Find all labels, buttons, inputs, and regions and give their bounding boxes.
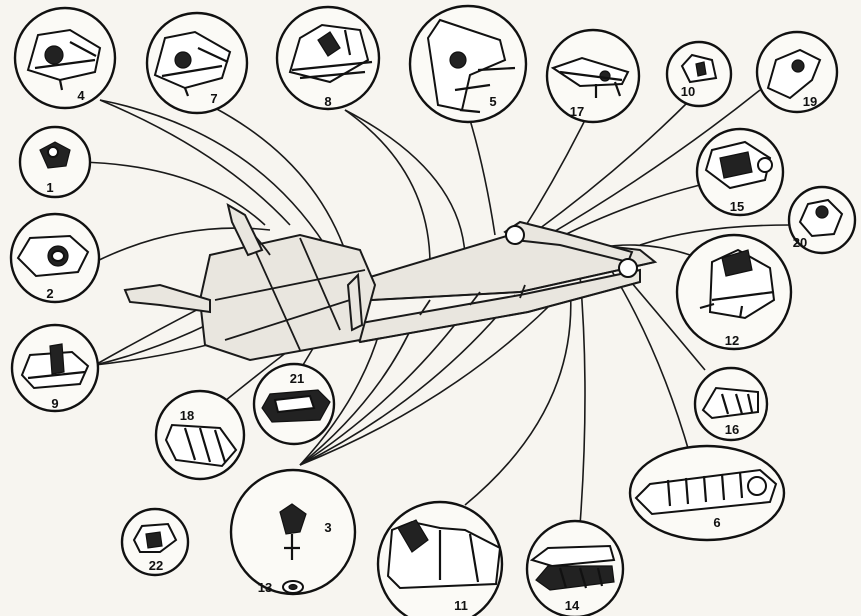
callout-22[interactable]: 22	[120, 507, 190, 577]
leader-line-3e	[299, 289, 566, 466]
callout-5[interactable]: 5	[408, 4, 528, 124]
part-9-drawing	[20, 343, 90, 390]
part-12-drawing	[699, 248, 776, 320]
frame-end-mount-left	[505, 225, 525, 245]
part-3-drawing	[279, 503, 307, 560]
callout-12[interactable]: 12	[675, 233, 793, 351]
callout-11-number: 11	[454, 598, 468, 613]
leader-line-3c	[299, 304, 471, 466]
callout-16[interactable]: 16	[693, 366, 769, 442]
part-17-drawing	[550, 56, 630, 98]
leader-line-10	[534, 99, 691, 233]
callout-1[interactable]: 1	[18, 125, 92, 199]
callout-6-number: 6	[713, 515, 720, 530]
callout-9[interactable]: 9	[10, 323, 100, 413]
callout-20[interactable]: 20	[787, 185, 857, 255]
callout-5-number: 5	[489, 94, 496, 109]
callout-10-number: 10	[681, 84, 695, 99]
callout-6[interactable]: 6	[628, 444, 786, 542]
part-1-drawing	[39, 141, 71, 169]
callout-15-number: 15	[730, 199, 744, 214]
callout-20-number: 20	[793, 235, 807, 250]
part-7-drawing	[153, 30, 232, 97]
callout-3-13[interactable]: 3 13	[229, 468, 357, 596]
callout-18-number: 18	[180, 408, 194, 423]
part-5-drawing	[426, 18, 516, 114]
callout-21[interactable]: 21	[252, 362, 336, 446]
part-4-drawing	[26, 28, 102, 91]
part-20-drawing	[798, 198, 844, 238]
callout-12-number: 12	[725, 333, 739, 348]
leader-line-11	[464, 284, 572, 506]
part-8-drawing	[288, 23, 373, 84]
leader-line-3a	[299, 329, 381, 466]
callout-3-number: 3	[324, 520, 331, 535]
leader-line-4a	[99, 99, 291, 226]
part-16-drawing	[701, 386, 759, 420]
leader-line-1	[79, 161, 266, 226]
callout-22-number: 22	[149, 558, 163, 573]
part-2-drawing	[16, 234, 90, 278]
callout-14-number: 14	[565, 598, 580, 613]
frame-post	[346, 272, 364, 332]
leader-line-8b	[344, 109, 466, 256]
leader-line-6	[609, 267, 691, 456]
callout-16-number: 16	[725, 422, 739, 437]
callout-7[interactable]: 7	[145, 11, 249, 115]
part-11-drawing	[386, 519, 502, 590]
callout-14[interactable]: 14	[525, 519, 625, 616]
frame-bracing	[214, 209, 366, 351]
callout-19[interactable]: 19	[755, 30, 839, 114]
callout-15[interactable]: 15	[695, 127, 785, 217]
leader-line-4b	[99, 99, 326, 246]
callout-10[interactable]: 10	[665, 40, 733, 108]
frame-tower	[226, 202, 264, 257]
callout-2-number: 2	[46, 286, 53, 301]
leader-line-17	[519, 119, 586, 236]
callout-4-number: 4	[77, 88, 85, 103]
part-10-drawing	[680, 53, 718, 84]
leader-line-14	[579, 274, 586, 526]
callout-8[interactable]: 8	[275, 5, 381, 111]
callout-1-number: 1	[46, 180, 53, 195]
callout-4[interactable]: 4	[13, 6, 117, 110]
leader-line-3b	[299, 319, 416, 466]
part-14-drawing	[529, 544, 616, 591]
frame-subframe-front	[198, 233, 377, 362]
part-21-drawing	[261, 389, 331, 423]
part-19-drawing	[766, 48, 822, 100]
callout-17-number: 17	[570, 104, 584, 119]
callout-11[interactable]: 11	[376, 500, 504, 616]
leader-line-20	[639, 224, 791, 246]
leader-line-3d	[299, 294, 516, 466]
callout-18[interactable]: 18	[154, 389, 246, 481]
callout-7-number: 7	[210, 91, 217, 106]
part-22-drawing	[132, 522, 178, 553]
callout-2[interactable]: 2	[9, 212, 101, 304]
callout-19-number: 19	[803, 94, 817, 109]
callout-21-number: 21	[290, 371, 304, 386]
part-13-drawing	[282, 580, 304, 594]
leader-line-19	[539, 89, 761, 241]
callout-8-number: 8	[324, 94, 331, 109]
part-6-drawing	[634, 468, 778, 516]
vehicle-frame	[123, 202, 658, 362]
callout-13-number: 13	[258, 580, 272, 595]
frame-rail-edges	[359, 261, 656, 343]
leader-line-8a	[344, 109, 431, 266]
part-18-drawing	[164, 423, 238, 468]
frame-front-arm	[123, 283, 211, 314]
callout-9-number: 9	[51, 396, 58, 411]
part-15-drawing	[704, 140, 774, 190]
frame-end-mount-right	[618, 258, 638, 278]
leader-line-5	[469, 119, 496, 236]
callout-17[interactable]: 17	[545, 28, 641, 124]
